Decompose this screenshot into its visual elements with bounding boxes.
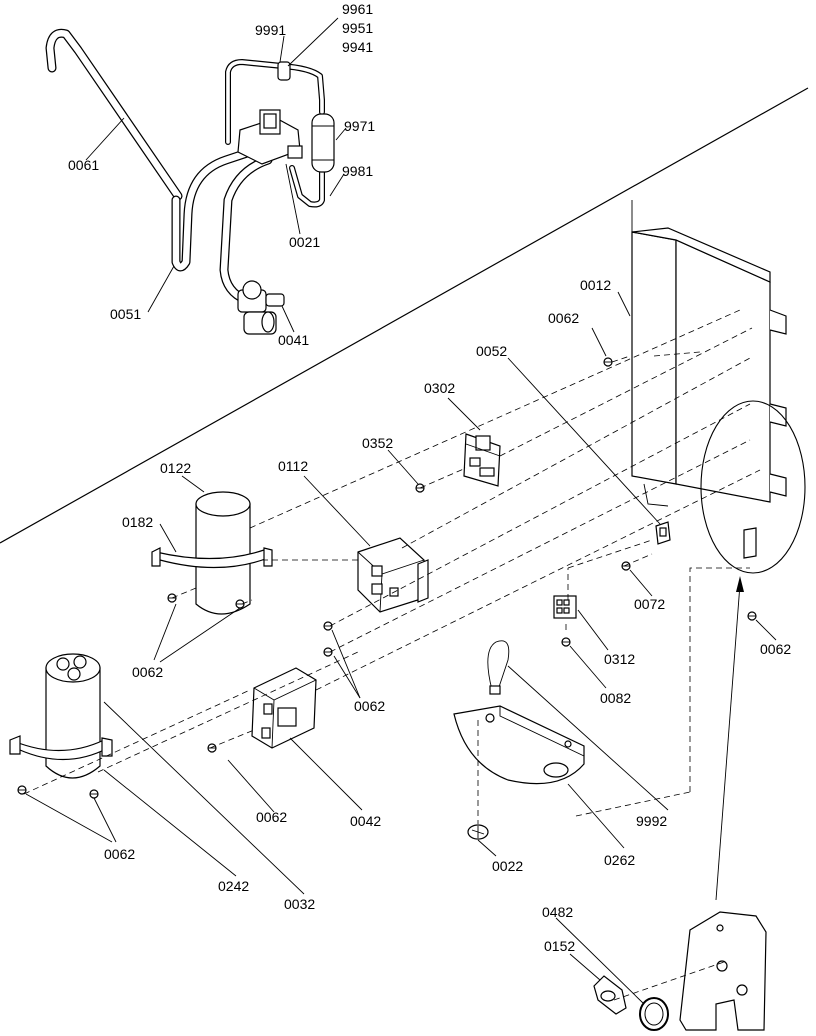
callout-0022: 0022 bbox=[492, 858, 523, 874]
callout-0051: 0051 bbox=[110, 306, 141, 322]
callout-0312: 0312 bbox=[604, 651, 635, 667]
strap-0242 bbox=[9, 735, 113, 761]
callout-0082: 0082 bbox=[600, 690, 631, 706]
callout-0482: 0482 bbox=[542, 904, 573, 920]
overload-0042 bbox=[251, 667, 317, 749]
callout-0062-mid: 0062 bbox=[354, 698, 385, 714]
callout-9951: 9951 bbox=[342, 20, 373, 36]
callout-0112: 0112 bbox=[278, 458, 308, 474]
callout-0152: 0152 bbox=[544, 938, 575, 954]
callout-labels: 9961 9951 9941 9991 9971 9981 0061 0021 … bbox=[68, 1, 791, 954]
callout-0052: 0052 bbox=[476, 343, 507, 359]
control-box-0012 bbox=[631, 200, 787, 507]
callout-0062-relay: 0062 bbox=[256, 809, 287, 825]
callout-9971: 9971 bbox=[344, 118, 375, 134]
callout-0032: 0032 bbox=[284, 896, 315, 912]
callout-0072: 0072 bbox=[634, 596, 665, 612]
callout-0062-right: 0062 bbox=[760, 641, 791, 657]
access-fitting-9961 bbox=[277, 61, 291, 81]
callout-0302: 0302 bbox=[424, 380, 455, 396]
callout-0122: 0122 bbox=[160, 460, 191, 476]
tube-to-valve-0041 bbox=[219, 155, 273, 305]
callout-0242: 0242 bbox=[218, 878, 249, 894]
detail-bracket bbox=[743, 527, 757, 559]
filter-drier-9971 bbox=[311, 113, 335, 173]
callout-9992: 9992 bbox=[636, 813, 667, 829]
screw-right bbox=[747, 611, 757, 621]
capacitor-0122 bbox=[195, 491, 251, 615]
callout-9961: 9961 bbox=[342, 1, 373, 17]
screw-mid-b bbox=[323, 647, 333, 657]
screw-0082 bbox=[561, 637, 571, 647]
leader-lines bbox=[25, 17, 777, 1005]
callout-0042: 0042 bbox=[350, 813, 381, 829]
terminal-block-0312 bbox=[553, 595, 577, 619]
callout-0182: 0182 bbox=[122, 514, 153, 530]
callout-0062-cap: 0062 bbox=[132, 664, 163, 680]
callout-0062-top: 0062 bbox=[548, 310, 579, 326]
callout-9941: 9941 bbox=[342, 39, 373, 55]
circuit-board-0302 bbox=[463, 433, 501, 487]
callout-0041: 0041 bbox=[278, 332, 309, 348]
callout-0021: 0021 bbox=[289, 234, 320, 250]
callout-9991: 9991 bbox=[255, 22, 286, 38]
callout-0012: 0012 bbox=[580, 277, 611, 293]
detail-circle bbox=[700, 400, 806, 574]
strap-0182 bbox=[151, 547, 273, 569]
callout-0262: 0262 bbox=[604, 852, 635, 868]
detail-arrowhead bbox=[736, 576, 744, 592]
control-box-top-face bbox=[631, 227, 771, 283]
tie-wrap-9992 bbox=[487, 640, 510, 695]
section-divider-line bbox=[0, 87, 809, 544]
bracket-0052 bbox=[655, 521, 671, 545]
screw-0072 bbox=[621, 561, 631, 571]
bracket-plate-0262 bbox=[453, 705, 585, 785]
screw-left-b bbox=[89, 789, 99, 799]
callout-9981: 9981 bbox=[342, 163, 373, 179]
start-relay-0112 bbox=[357, 537, 429, 613]
tubing-assembly bbox=[45, 28, 335, 335]
lower-bracket bbox=[679, 911, 767, 1031]
screw-top bbox=[603, 357, 613, 367]
callout-0062-left: 0062 bbox=[104, 846, 135, 862]
control-box-side-face bbox=[675, 239, 771, 503]
screw-relay bbox=[207, 743, 217, 753]
detail-arrow-line bbox=[715, 583, 741, 901]
assembly-lines bbox=[23, 309, 761, 1001]
screws bbox=[17, 357, 757, 799]
callout-0352: 0352 bbox=[362, 435, 393, 451]
clip-0152 bbox=[593, 975, 627, 1015]
callout-0061: 0061 bbox=[68, 157, 99, 173]
screw-left-a bbox=[17, 785, 27, 795]
screw-mid-a bbox=[323, 621, 333, 631]
